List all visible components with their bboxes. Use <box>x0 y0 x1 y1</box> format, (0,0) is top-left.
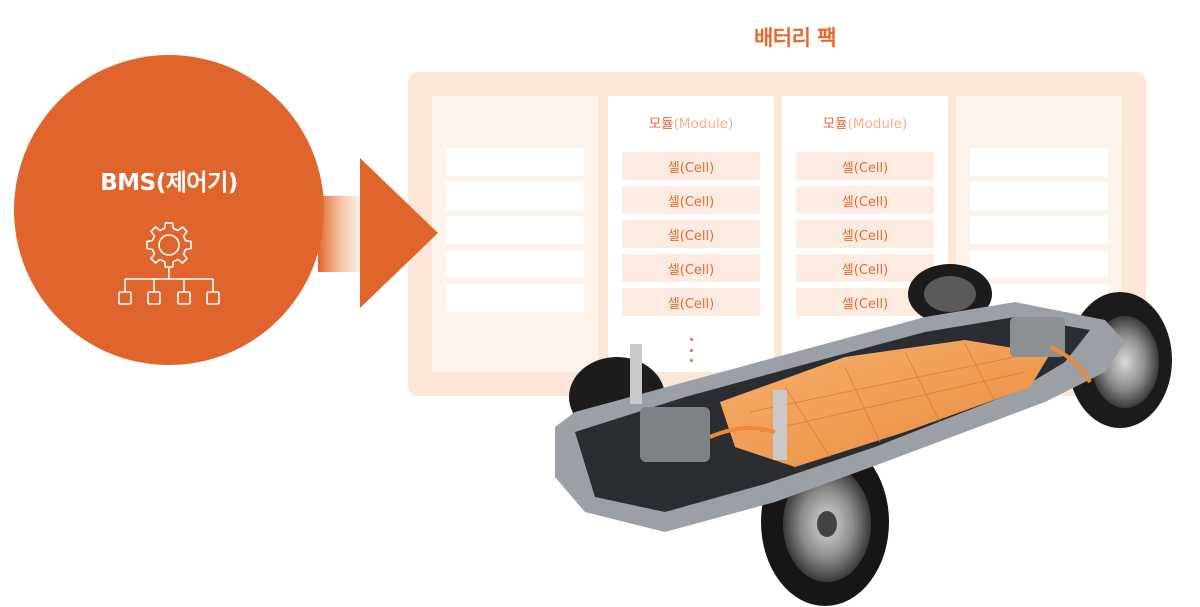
cell-box: 셀(Cell) <box>622 152 760 180</box>
cell-box: 셀(Cell) <box>796 220 934 248</box>
blank-cell <box>446 148 584 176</box>
gear-network-icon <box>118 222 220 305</box>
cell-box: 셀(Cell) <box>796 152 934 180</box>
bms-controller-circle: BMS(제어기) <box>14 55 324 365</box>
blank-cell <box>970 148 1108 176</box>
blank-cell <box>446 284 584 312</box>
module-title-ko: 모듈 <box>822 116 848 132</box>
blank-cell <box>446 250 584 278</box>
module-column-1: 모듈(Module) 셀(Cell) 셀(Cell) 셀(Cell) 셀(Cel… <box>608 96 774 372</box>
blank-cell <box>446 182 584 210</box>
blank-cell <box>970 216 1108 244</box>
blank-cell <box>446 216 584 244</box>
module-title-en: (Module) <box>847 116 908 132</box>
module-title-ko: 모듈 <box>648 116 674 132</box>
module-title: 모듈(Module) <box>608 112 774 132</box>
cell-box: 셀(Cell) <box>622 220 760 248</box>
bms-label: BMS(제어기) <box>100 170 238 196</box>
cell-box: 셀(Cell) <box>622 288 760 316</box>
more-cells-ellipsis-icon <box>608 338 774 362</box>
blank-cell <box>970 182 1108 210</box>
module-column-blank-left <box>432 96 598 372</box>
cell-box: 셀(Cell) <box>622 186 760 214</box>
module-title: 모듈(Module) <box>782 112 948 132</box>
blank-cell <box>970 250 1108 278</box>
cell-box: 셀(Cell) <box>796 254 934 282</box>
module-title-en: (Module) <box>673 116 734 132</box>
ev-skateboard-chassis-image <box>555 264 1172 606</box>
cell-box: 셀(Cell) <box>796 186 934 214</box>
arrow-right-icon <box>318 158 438 308</box>
pack-title: 배터리 팩 <box>753 26 837 50</box>
cell-box: 셀(Cell) <box>622 254 760 282</box>
